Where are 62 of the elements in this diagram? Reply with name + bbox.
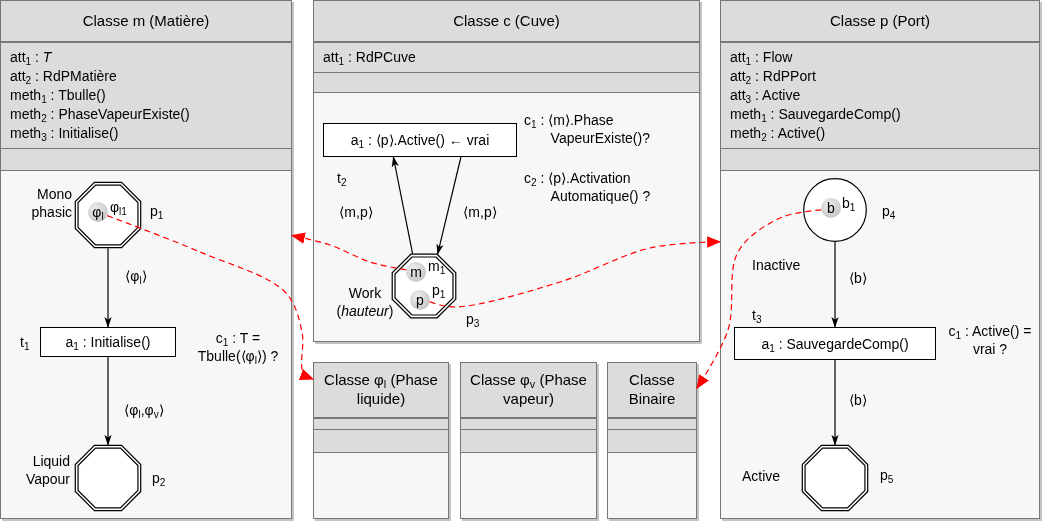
- place-name: Active: [742, 468, 781, 486]
- class-panel: [460, 362, 597, 519]
- place-name: Mono phasic: [30, 186, 72, 221]
- class-panel: [313, 0, 700, 342]
- attribute-text: meth$_{2}$ : PhaseVapeurExiste(): [10, 105, 191, 124]
- edge-label: ⟨b⟩: [847, 391, 869, 409]
- transition-id: t$_{2}$: [337, 170, 347, 188]
- dashed-arrow: [429, 236, 722, 308]
- dashed-arrow: [290, 232, 407, 271]
- attribute-text: meth$_{1}$ : SauvegardeComp(): [730, 105, 902, 124]
- arrow: [104, 247, 112, 328]
- edge-label: ⟨m,p⟩: [337, 203, 375, 221]
- transition-box: a$_{1}$ : Initialise(): [40, 327, 176, 357]
- attribute-text: att$_{3}$ : Active: [730, 86, 802, 105]
- arrow: [831, 359, 839, 446]
- transition-id: t$_{3}$: [752, 307, 762, 325]
- arrow: [104, 356, 112, 446]
- place-id: p$_{4}$: [882, 203, 896, 221]
- place-name: Inactive: [752, 257, 801, 275]
- place-octagon: [72, 179, 144, 251]
- edge-label: ⟨b⟩: [847, 269, 869, 287]
- guard-condition: c$_{1}$ : Active() = vrai ?: [947, 323, 1033, 358]
- dashed-arrow: [106, 215, 315, 380]
- transition-box: a$_{1}$ : ⟨p⟩.Active() ← vrai: [323, 123, 517, 157]
- class-panel: [313, 362, 449, 519]
- token-id: m$_{1}$: [428, 258, 446, 276]
- attribute-text: att$_{2}$ : RdPMatière: [10, 67, 118, 86]
- attribute-text: att$_{1}$ : RdPCuve: [323, 48, 417, 67]
- place-name: Work (hauteur): [335, 285, 395, 320]
- attribute-text: meth$_{1}$ : Tbulle(): [10, 86, 107, 105]
- arrow: [831, 241, 839, 328]
- token-id: b$_{1}$: [842, 195, 856, 213]
- token-id: p$_{1}$: [432, 282, 446, 300]
- place-id: p$_{3}$: [466, 311, 480, 329]
- attribute-text: meth$_{3}$ : Initialise(): [10, 124, 120, 143]
- class-panel: [607, 362, 697, 519]
- edge-label: ⟨φ$_{l}$,φ$_{v}$⟩: [122, 401, 166, 419]
- transition-id: t$_{1}$: [20, 334, 30, 352]
- guard-condition: c$_{2}$ : ⟨p⟩.Activation Automatique() ?: [524, 170, 652, 205]
- arrow: [436, 156, 462, 255]
- dashed-arrow: [696, 209, 822, 390]
- place-octagon: [389, 251, 459, 321]
- place-id: p$_{2}$: [152, 470, 166, 488]
- place-octagon: [72, 442, 144, 514]
- place-octagon: [799, 442, 871, 514]
- class-panel: [0, 0, 292, 519]
- edge-label: ⟨m,p⟩: [461, 203, 499, 221]
- place-name: Liquid Vapour: [24, 453, 70, 488]
- attribute-text: meth$_{2}$ : Active(): [730, 124, 827, 143]
- attribute-text: att$_{2}$ : RdPPort: [730, 67, 817, 86]
- attribute-text: att$_{1}$ : T: [10, 48, 53, 67]
- guard-condition: c$_{1}$ : T = Tbulle(⟨φ$_{l}$⟩) ?: [196, 330, 280, 365]
- place-id: p$_{1}$: [150, 203, 164, 221]
- class-panel: [720, 0, 1040, 519]
- place-circle: [803, 178, 867, 242]
- edge-label: ⟨φ$_{l}$⟩: [123, 267, 149, 285]
- place-id: p$_{5}$: [880, 467, 894, 485]
- transition-box: a$_{1}$ : SauvegardeComp(): [734, 327, 936, 360]
- guard-condition: c$_{1}$ : ⟨m⟩.Phase VapeurExiste()?: [524, 112, 651, 147]
- token-id: φ$_{l1}$: [110, 199, 127, 217]
- attribute-text: att$_{1}$ : Flow: [730, 48, 794, 67]
- arrow: [391, 156, 414, 255]
